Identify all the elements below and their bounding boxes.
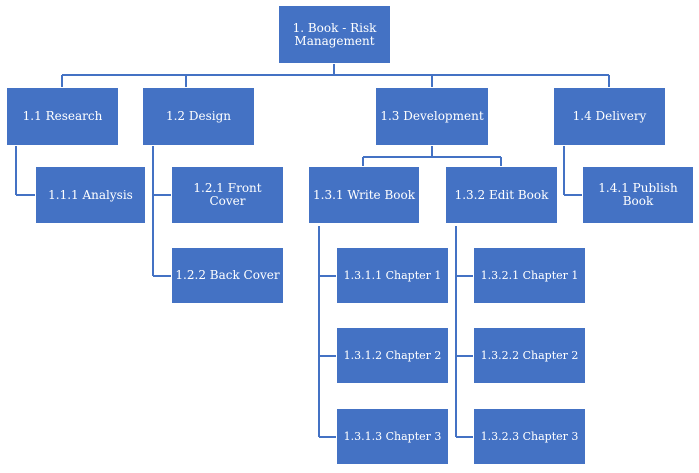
analysis-node[interactable]: 1.1.1 Analysis: [35, 166, 146, 224]
edit-chapter-2-node[interactable]: 1.3.2.2 Chapter 2: [473, 327, 586, 384]
write-chapter-3-node[interactable]: 1.3.1.3 Chapter 3: [336, 408, 449, 465]
back-cover-node[interactable]: 1.2.2 Back Cover: [171, 247, 284, 304]
design-node[interactable]: 1.2 Design: [142, 87, 255, 146]
write-book-node[interactable]: 1.3.1 Write Book: [308, 166, 420, 224]
development-node[interactable]: 1.3 Development: [375, 87, 489, 146]
root-node[interactable]: 1. Book - Risk Management: [278, 5, 391, 64]
edit-chapter-1-node[interactable]: 1.3.2.1 Chapter 1: [473, 247, 586, 304]
write-chapter-2-node[interactable]: 1.3.1.2 Chapter 2: [336, 327, 449, 384]
publish-book-node[interactable]: 1.4.1 Publish Book: [582, 166, 694, 224]
write-chapter-1-node[interactable]: 1.3.1.1 Chapter 1: [336, 247, 449, 304]
edit-chapter-3-node[interactable]: 1.3.2.3 Chapter 3: [473, 408, 586, 465]
edit-book-node[interactable]: 1.3.2 Edit Book: [445, 166, 558, 224]
research-node[interactable]: 1.1 Research: [6, 87, 119, 146]
delivery-node[interactable]: 1.4 Delivery: [553, 87, 666, 146]
front-cover-node[interactable]: 1.2.1 Front Cover: [171, 166, 284, 224]
